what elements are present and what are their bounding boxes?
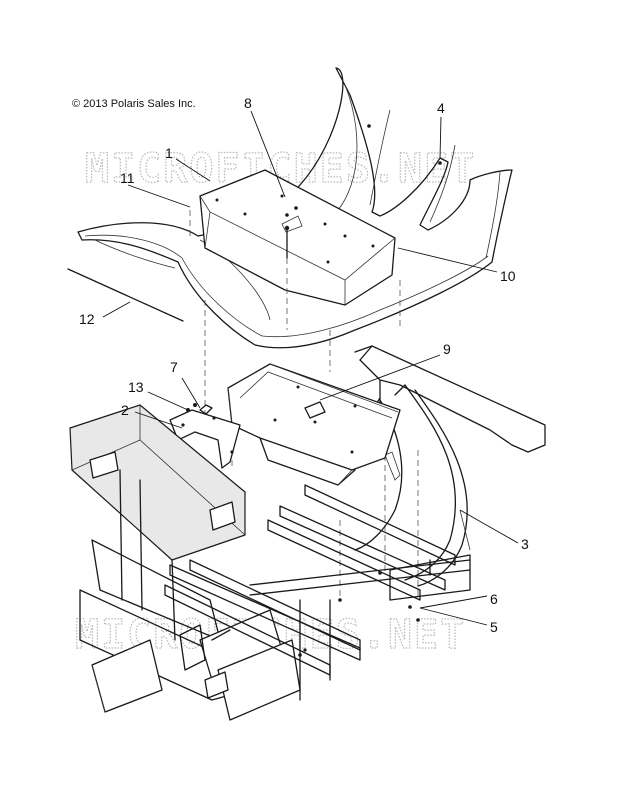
callout-7: 7 [170,359,178,375]
callouts: 1 2 3 4 5 6 7 8 9 10 11 12 13 [79,95,529,635]
callout-2: 2 [121,402,129,418]
storage-box-part-1 [199,169,396,306]
leader-lines [102,110,519,626]
callout-11: 11 [120,170,135,186]
callout-4: 4 [437,100,445,116]
callout-6: 6 [490,591,498,607]
callout-10: 10 [500,268,516,284]
callout-8: 8 [244,95,252,111]
tray-part-9 [227,363,401,486]
chassis [69,404,471,721]
callout-5: 5 [490,619,498,635]
screw-part-bolt [284,225,290,259]
floor-mat-part-10 [77,67,513,349]
clip-part-7 [199,404,213,415]
callout-9: 9 [443,341,451,357]
copyright-text: © 2013 Polaris Sales Inc. [72,98,196,110]
callout-12: 12 [79,311,95,327]
callout-3: 3 [521,536,529,552]
strap-part-12 [67,268,184,322]
callout-1: 1 [165,145,173,161]
callout-13: 13 [128,379,144,395]
frame-part-3 [354,345,546,587]
bracket-part-2 [169,409,241,469]
